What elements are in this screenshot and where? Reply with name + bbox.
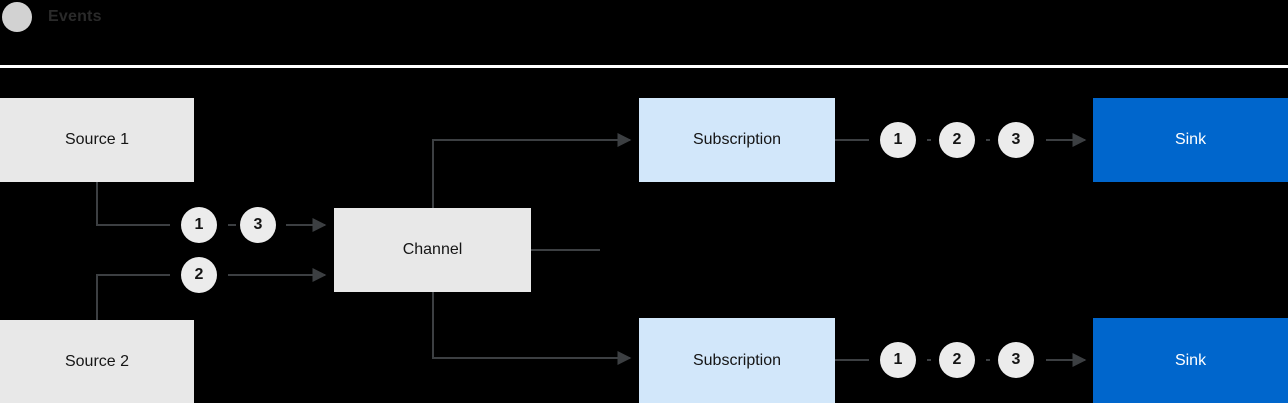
header-divider bbox=[0, 65, 1288, 68]
event-badge-sink-bottom-2: 2 bbox=[939, 342, 975, 378]
node-sink-bottom[interactable]: Sink bbox=[1093, 318, 1288, 403]
node-sink-top[interactable]: Sink bbox=[1093, 98, 1288, 182]
node-channel[interactable]: Channel bbox=[334, 208, 531, 292]
legend: Events bbox=[0, 0, 1288, 33]
node-source-1[interactable]: Source 1 bbox=[0, 98, 194, 182]
event-badge-sink-top-1: 1 bbox=[880, 122, 916, 158]
legend-label: Events bbox=[48, 7, 102, 25]
node-subscription-bottom[interactable]: Subscription bbox=[639, 318, 835, 403]
event-badge-channel-in-2: 2 bbox=[181, 257, 217, 293]
node-subscription-top[interactable]: Subscription bbox=[639, 98, 835, 182]
event-badge-sink-top-2: 2 bbox=[939, 122, 975, 158]
event-dot-icon bbox=[2, 1, 32, 32]
event-badge-channel-in-3: 3 bbox=[240, 207, 276, 243]
event-badge-sink-top-3: 3 bbox=[998, 122, 1034, 158]
node-source-2[interactable]: Source 2 bbox=[0, 320, 194, 403]
event-badge-channel-in-1: 1 bbox=[181, 207, 217, 243]
event-badge-sink-bottom-3: 3 bbox=[998, 342, 1034, 378]
event-badge-sink-bottom-1: 1 bbox=[880, 342, 916, 378]
